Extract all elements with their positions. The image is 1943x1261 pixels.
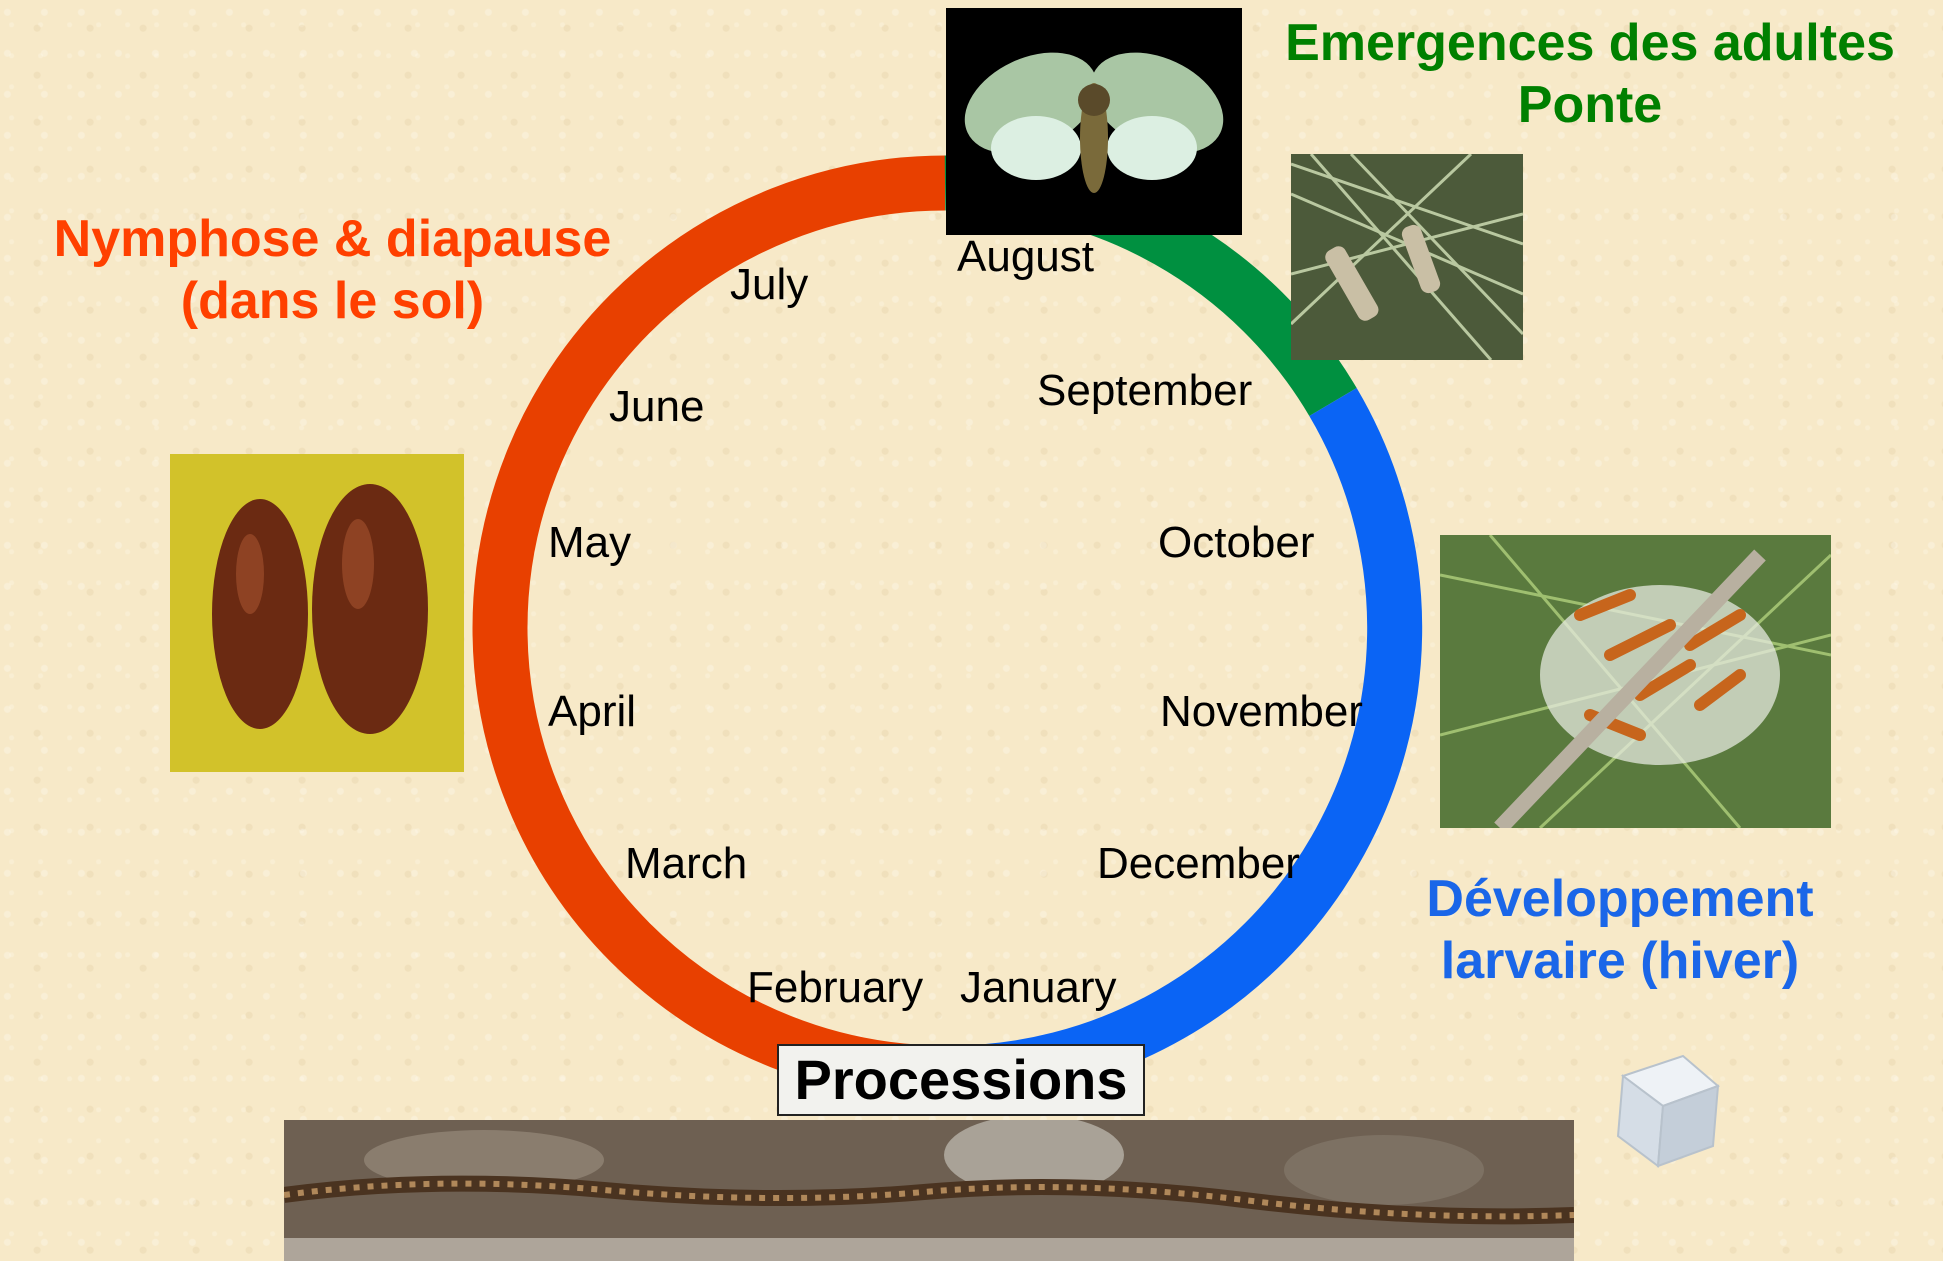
month-november: November: [1160, 687, 1363, 737]
month-june: June: [609, 382, 704, 432]
adults-phase-label: Emergences des adultes Ponte: [1240, 12, 1940, 137]
larvae-label-line1: Développement: [1380, 868, 1860, 930]
caterpillar-nest-photo: [1440, 535, 1831, 828]
larvae-phase-label: Développement larvaire (hiver): [1380, 868, 1860, 993]
month-march: March: [625, 839, 747, 889]
month-january: January: [960, 963, 1117, 1013]
month-may: May: [548, 518, 631, 568]
moth-photo: [946, 8, 1242, 235]
pupation-label-line2: (dans le sol): [0, 270, 665, 332]
month-july: July: [730, 260, 808, 310]
procession-photo: [284, 1120, 1574, 1261]
pupation-phase-label: Nymphose & diapause (dans le sol): [0, 208, 665, 333]
pupation-label-line1: Nymphose & diapause: [0, 208, 665, 270]
month-october: October: [1158, 518, 1315, 568]
month-september: September: [1037, 366, 1252, 416]
adults-label-line1: Emergences des adultes: [1240, 12, 1940, 74]
ice-cube-photo: [1603, 1046, 1723, 1172]
eggs-on-pine-photo: [1291, 154, 1523, 360]
month-february: February: [747, 963, 923, 1013]
adults-label-line2: Ponte: [1240, 74, 1940, 136]
month-august: August: [957, 232, 1094, 282]
processions-label: Processions: [777, 1044, 1145, 1116]
month-april: April: [548, 687, 636, 737]
pupae-photo: [170, 454, 464, 772]
month-december: December: [1097, 839, 1300, 889]
larvae-label-line2: larvaire (hiver): [1380, 930, 1860, 992]
